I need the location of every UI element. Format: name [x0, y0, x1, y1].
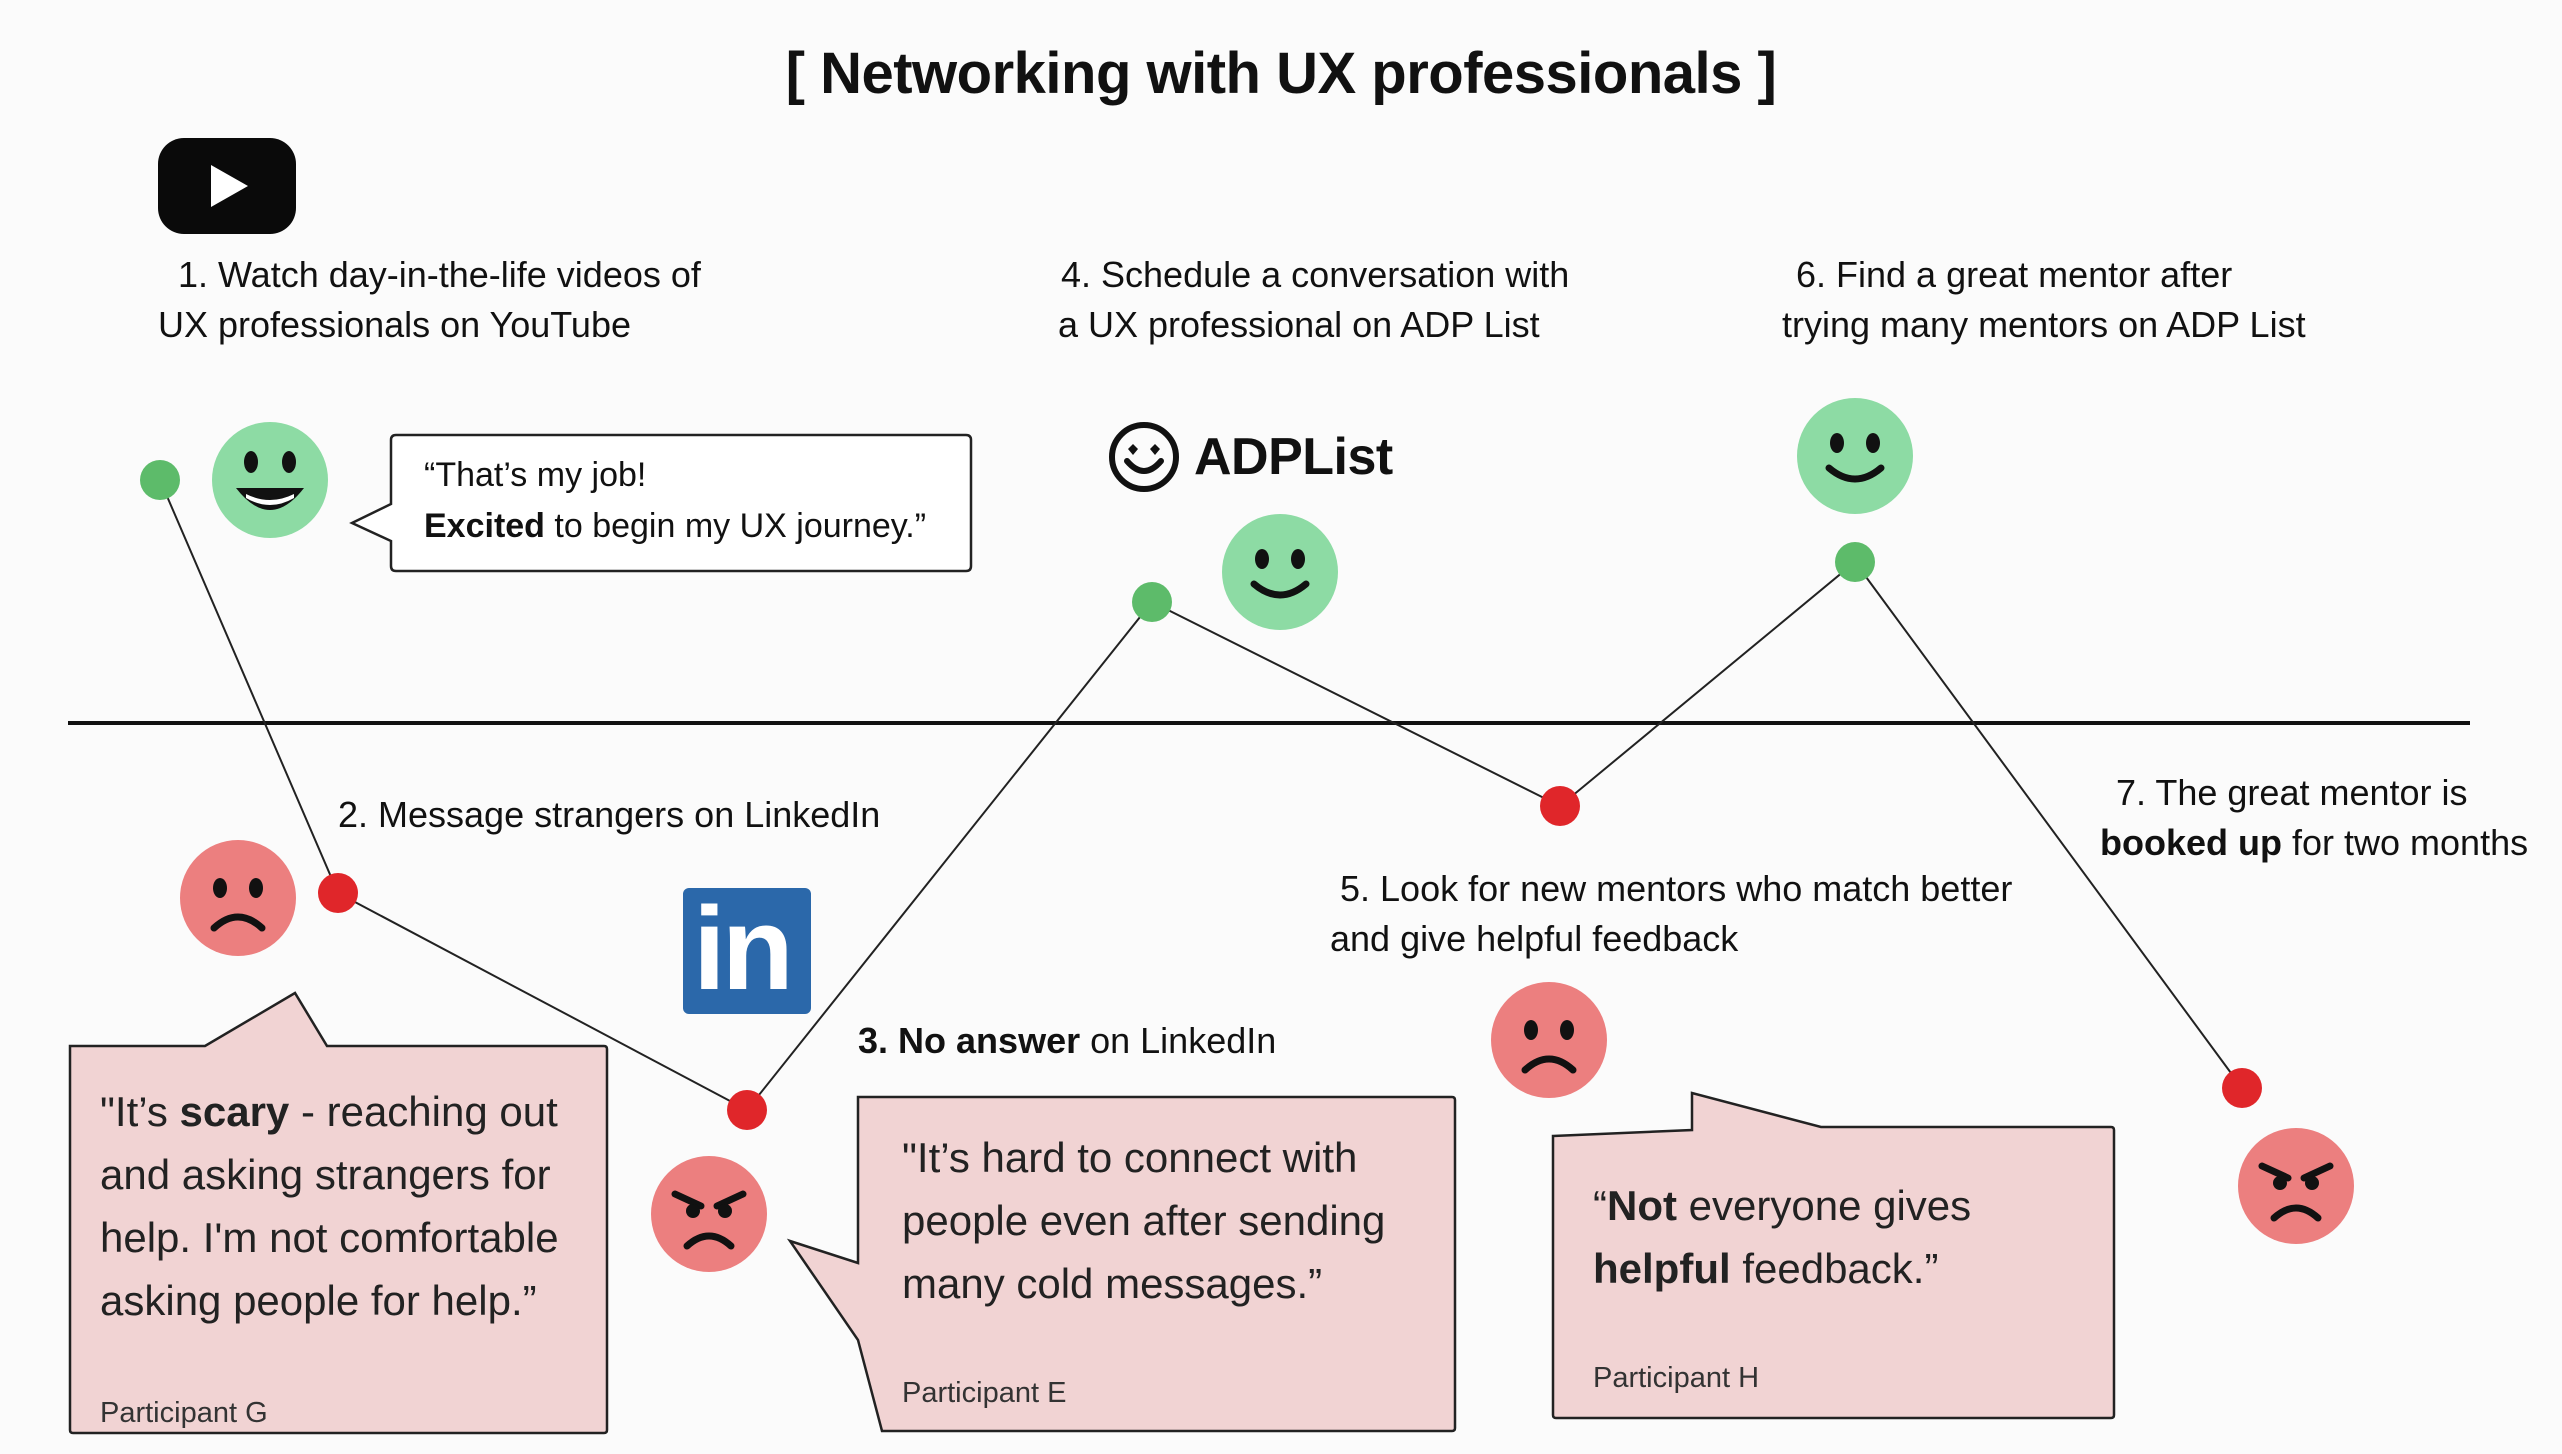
linkedin-logo-text: in [693, 883, 794, 1015]
quote-bubble-h: “Not everyone gives helpful feedback.” P… [1593, 1174, 2093, 1395]
journey-point-2 [318, 873, 358, 913]
participant-label: Participant G [100, 1397, 268, 1429]
journey-point-4 [1132, 582, 1172, 622]
journey-point-1 [140, 460, 180, 500]
journey-point-5 [1540, 786, 1580, 826]
quote-h-text: “Not everyone gives helpful feedback.” [1593, 1182, 1972, 1292]
participant-label: Participant E [902, 1377, 1067, 1409]
step-5-label: 5. Look for new mentors who match better… [1330, 868, 2013, 959]
step-7-label: 7. The great mentor is booked up for two… [2100, 772, 2529, 863]
quote-1-line-1: “That’s my job! [424, 456, 647, 494]
quote-e-text: "It’s hard to connect with people even a… [902, 1134, 1386, 1307]
angry-face-icon [651, 1156, 767, 1272]
quote-bubble-g: "It’s scary - reaching out and asking st… [100, 1080, 600, 1430]
happy-face-smile-icon [1222, 514, 1338, 630]
step-4-label: 4. Schedule a conversation with a UX pro… [1058, 254, 1570, 345]
quote-1-line-2: Excited to begin my UX journey.” [424, 507, 927, 545]
journey-point-3 [727, 1090, 767, 1130]
youtube-icon [158, 138, 296, 234]
sad-face-icon [180, 840, 296, 956]
step-3-label: 3. No answer on LinkedIn [858, 1020, 1277, 1061]
quote-bubble-h-shape [1551, 1091, 2116, 1420]
journey-point-7 [2222, 1068, 2262, 1108]
participant-label: Participant H [1593, 1362, 1760, 1394]
adplist-smiley-icon [1108, 421, 1180, 493]
happy-face-smile-icon [1797, 398, 1913, 514]
step-6-label: 6. Find a great mentor after trying many… [1782, 254, 2306, 345]
adplist-logo-text: ADPList [1194, 428, 1393, 486]
adplist-logo: ADPList [1108, 420, 1393, 494]
quote-bubble-g-shape [68, 991, 609, 1435]
linkedin-icon: in [683, 883, 811, 1015]
step-2-label: 2. Message strangers on LinkedIn [338, 794, 881, 835]
quote-bubble-1-shape [349, 433, 973, 573]
quote-g-text: "It’s scary - reaching out and asking st… [100, 1088, 559, 1324]
step-1-label: 1. Watch day-in-the-life videos of UX pr… [158, 254, 701, 345]
page-title: [ Networking with UX professionals ] [785, 41, 1777, 106]
sad-face-icon [1491, 982, 1607, 1098]
quote-bubble-e: "It’s hard to connect with people even a… [902, 1126, 1442, 1410]
quote-bubble-e-shape [786, 1095, 1457, 1433]
angry-face-icon [2238, 1128, 2354, 1244]
happy-face-grin-icon [212, 422, 328, 538]
quote-bubble-1: “That’s my job! Excited to begin my UX j… [424, 450, 964, 552]
journey-point-6 [1835, 542, 1875, 582]
